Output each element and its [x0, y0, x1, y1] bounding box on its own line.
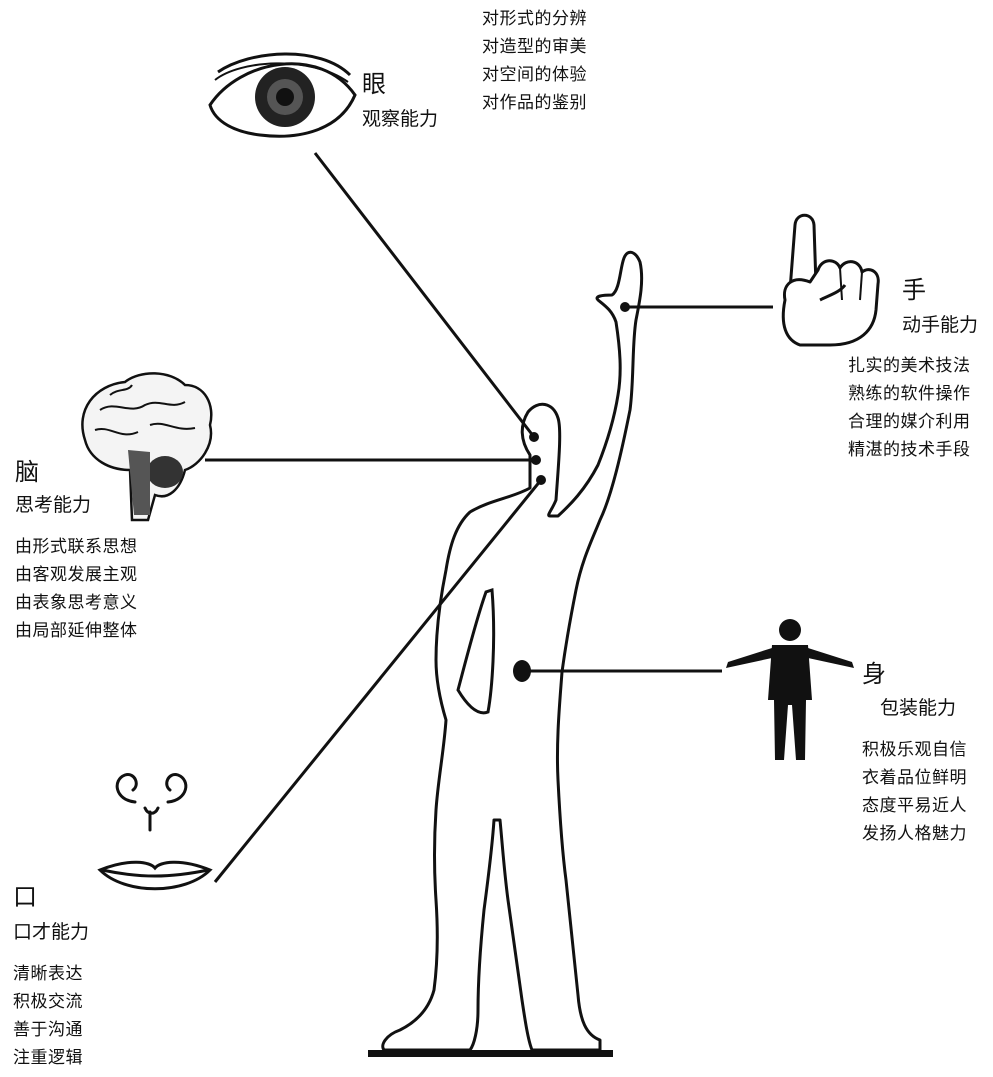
brain-item: 由表象思考意义: [15, 589, 138, 617]
eye-item: 对造型的审美: [482, 33, 587, 61]
hand-item: 合理的媒介利用: [848, 408, 971, 436]
hand-icon: [783, 215, 878, 345]
eye-icon: [210, 54, 355, 136]
brain-item: 由局部延伸整体: [15, 617, 138, 645]
eye-item: 对作品的鉴别: [482, 89, 587, 117]
hand-item: 熟练的软件操作: [848, 380, 971, 408]
body-ability: 包装能力: [880, 693, 956, 720]
brain-title: 脑: [15, 452, 39, 487]
hand-ability: 动手能力: [902, 310, 978, 337]
eye-connector: [315, 153, 534, 437]
mouth-title: 口: [13, 877, 37, 912]
eye-ability: 观察能力: [362, 104, 438, 131]
eye-title: 眼: [362, 64, 386, 99]
mouth-ability: 口才能力: [13, 917, 89, 944]
body-items: 积极乐观自信 衣着品位鲜明 态度平易近人 发扬人格魅力: [862, 736, 967, 848]
mouth-items: 清晰表达 积极交流 善于沟通 注重逻辑: [13, 960, 83, 1072]
body-item: 态度平易近人: [862, 792, 967, 820]
body-item: 衣着品位鲜明: [862, 764, 967, 792]
mouth-item: 清晰表达: [13, 960, 83, 988]
figure-inner-detail: [458, 590, 494, 713]
human-figure-outline: [383, 252, 642, 1050]
hand-items: 扎实的美术技法 熟练的软件操作 合理的媒介利用 精湛的技术手段: [848, 352, 971, 464]
brain-item: 由形式联系思想: [15, 533, 138, 561]
body-item: 积极乐观自信: [862, 736, 967, 764]
eye-items: 对形式的分辨 对造型的审美 对空间的体验 对作品的鉴别: [482, 5, 587, 117]
body-silhouette-icon: [726, 619, 854, 760]
hand-item: 精湛的技术手段: [848, 436, 971, 464]
brain-item: 由客观发展主观: [15, 561, 138, 589]
mouth-icon: [100, 775, 210, 889]
brain-icon: [82, 373, 211, 520]
hand-item: 扎实的美术技法: [848, 352, 971, 380]
brain-items: 由形式联系思想 由客观发展主观 由表象思考意义 由局部延伸整体: [15, 533, 138, 645]
mouth-item: 善于沟通: [13, 1016, 83, 1044]
mouth-item: 注重逻辑: [13, 1044, 83, 1072]
brain-ability: 思考能力: [15, 490, 91, 517]
eye-item: 对空间的体验: [482, 61, 587, 89]
eye-item: 对形式的分辨: [482, 5, 587, 33]
body-item: 发扬人格魅力: [862, 820, 967, 848]
mouth-item: 积极交流: [13, 988, 83, 1016]
body-title: 身: [862, 654, 886, 689]
hand-title: 手: [902, 270, 926, 305]
